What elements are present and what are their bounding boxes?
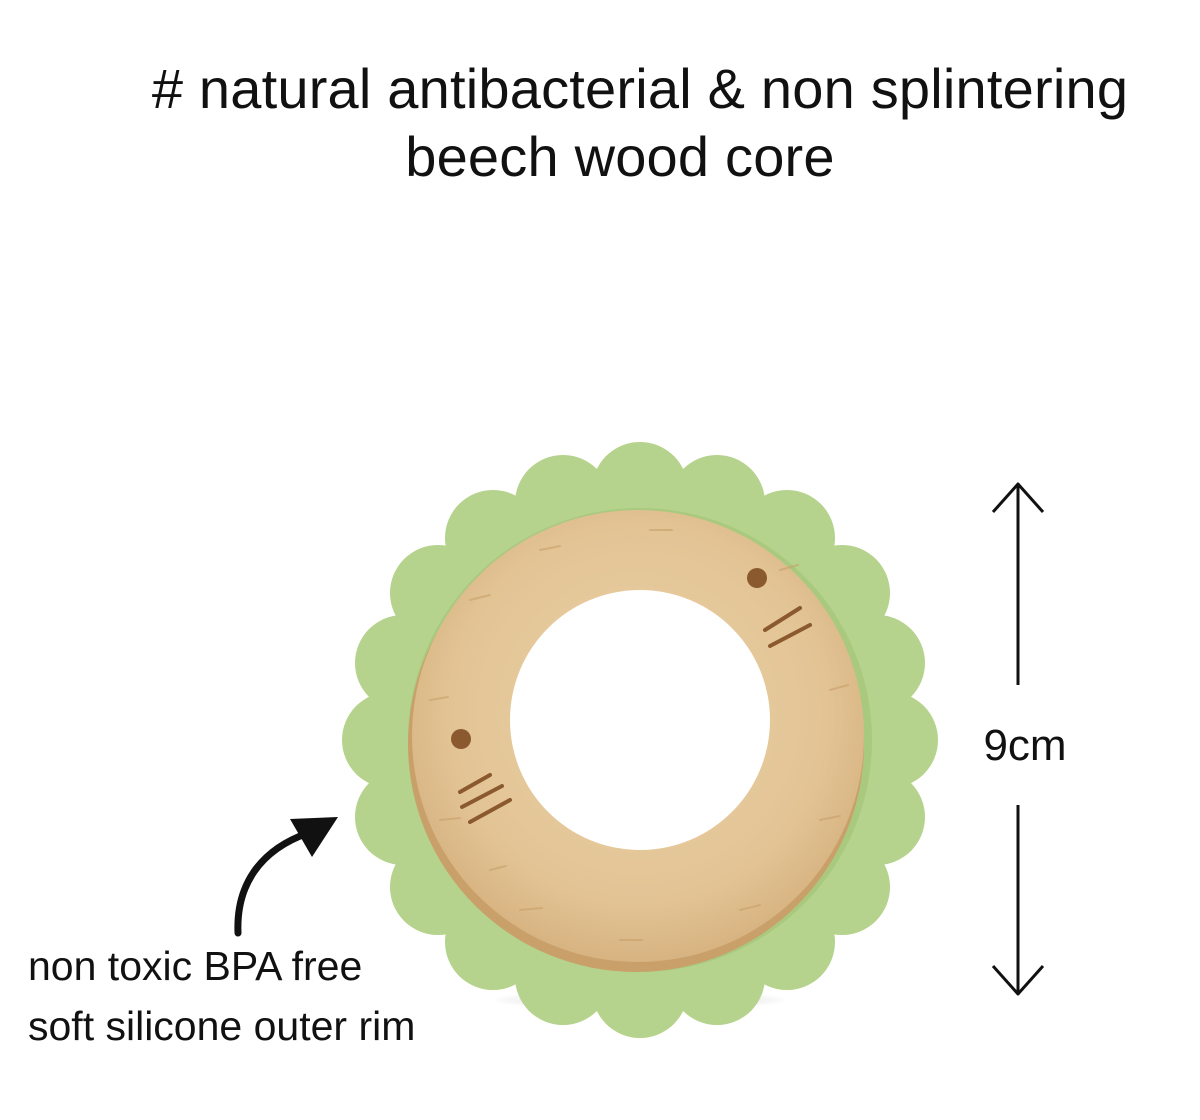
double-vertical-arrow-icon <box>991 482 1045 996</box>
teether-illustration <box>342 442 938 1038</box>
teether-image <box>320 400 980 1040</box>
callout-text: non toxic BPA free soft silicone outer r… <box>28 936 415 1056</box>
callout-line-2: soft silicone outer rim <box>28 1003 416 1049</box>
headline-line-2: beech wood core <box>405 125 835 188</box>
headline: # natural antibacterial & non splinterin… <box>60 55 1200 191</box>
curved-arrow-icon <box>234 817 338 937</box>
wood-ring <box>408 510 864 972</box>
engraved-face <box>451 568 767 749</box>
headline-line-1: # natural antibacterial & non splinterin… <box>151 57 1129 120</box>
callout-line-1: non toxic BPA free <box>28 943 363 989</box>
dimension-label: 9cm <box>965 720 1085 772</box>
engraved-whiskers <box>458 606 812 824</box>
